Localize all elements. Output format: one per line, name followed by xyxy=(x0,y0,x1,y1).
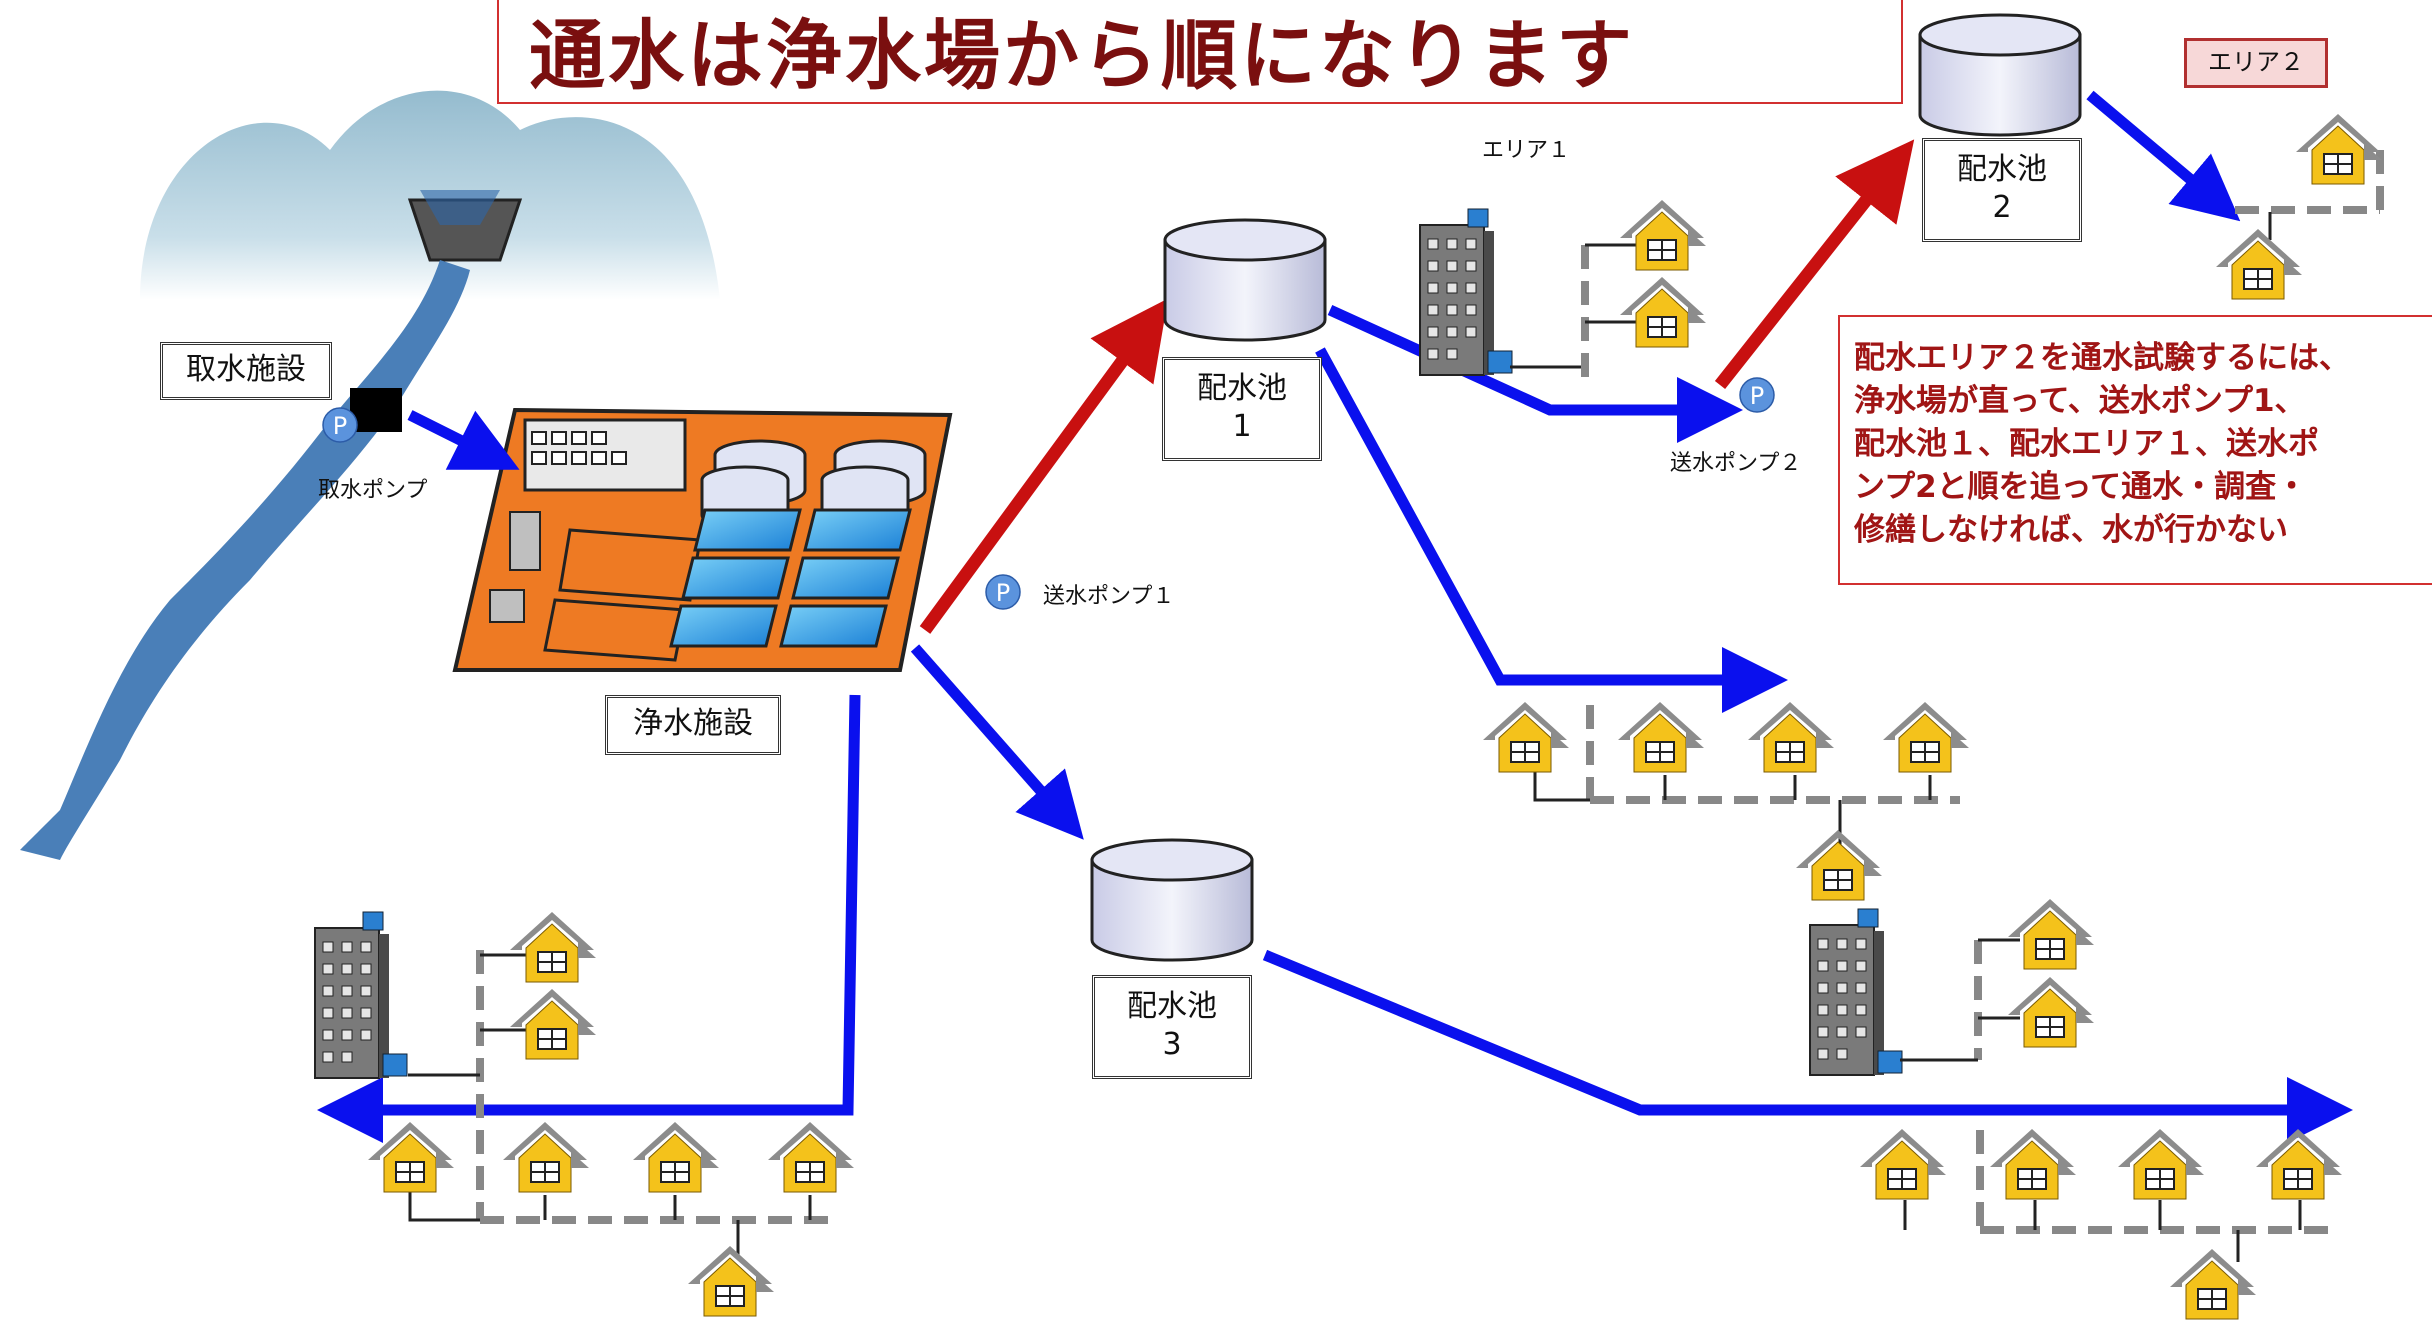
house-icon xyxy=(509,988,597,1060)
pipe-intake-to-plant xyxy=(407,410,520,470)
area-1-label: エリア１ xyxy=(1482,138,1571,163)
note-line: 浄水場が直って、送水ポンプ1、 xyxy=(1854,383,2306,419)
southeast-district xyxy=(1859,1128,2343,1320)
pipes xyxy=(317,90,2353,1143)
area-2-district xyxy=(2215,113,2384,300)
house-icon xyxy=(2117,1128,2205,1200)
reservoir-2-tank-icon xyxy=(1918,13,2082,137)
house-icon xyxy=(2255,1128,2343,1200)
house-icon xyxy=(687,1245,775,1317)
house-icon xyxy=(1617,701,1705,773)
page-title: 通水は浄水場から順になります xyxy=(529,11,1635,100)
transfer-pump-2-icon xyxy=(1739,377,1775,413)
reservoir-1-label-number: 1 xyxy=(1232,409,1252,444)
note-line: 配水池１、配水エリア１、送水ポ xyxy=(1854,426,2319,462)
pipe-pump2-to-reservoir2-red xyxy=(1714,139,1915,390)
area-2-badge: エリア２ xyxy=(2184,38,2328,88)
intake-pump-label: 取水ポンプ xyxy=(318,478,428,503)
southwest-district xyxy=(314,911,855,1317)
house-icon xyxy=(1619,199,1707,271)
note-line: 配水エリア２を通水試験するには、 xyxy=(1854,340,2350,376)
pipe-reservoir1-to-east-area xyxy=(1315,347,1788,713)
intake-facility-label: 取水施設 xyxy=(160,342,332,400)
house-icon xyxy=(2169,1248,2257,1320)
house-icon xyxy=(1882,701,1970,773)
note-line: ンプ2と順を追って通水・調査・ xyxy=(1854,469,2308,505)
title-box: 通水は浄水場から順になります xyxy=(497,0,1903,104)
transfer-pump-2-label: 送水ポンプ２ xyxy=(1670,451,1802,476)
reservoir-2-label-number: 2 xyxy=(1992,190,2012,225)
reservoir-3-label-name: 配水池 xyxy=(1127,989,1217,1024)
house-icon xyxy=(367,1121,455,1193)
intake-structure-icon xyxy=(350,388,402,432)
apartment-building-icon xyxy=(314,911,408,1079)
house-icon xyxy=(767,1121,855,1193)
east-district xyxy=(1482,701,2095,1076)
house-icon xyxy=(509,911,597,983)
pipe-plant-to-reservoir3 xyxy=(910,644,1084,840)
reservoir-1-tank-icon xyxy=(1163,218,1327,342)
treatment-facility-label: 浄水施設 xyxy=(605,695,781,755)
house-icon xyxy=(1989,1128,2077,1200)
explanation-note: 配水エリア２を通水試験するには、 浄水場が直って、送水ポンプ1、 配水池１、配水… xyxy=(1838,315,2432,585)
reservoir-2-label: 配水池 2 xyxy=(1922,138,2082,242)
reservoir-1-label-name: 配水池 xyxy=(1197,371,1287,406)
house-icon xyxy=(2215,228,2303,300)
house-icon xyxy=(1482,701,1570,773)
note-line: 修繕しなければ、水が行かない xyxy=(1854,512,2288,548)
house-icon xyxy=(1859,1128,1947,1200)
house-icon xyxy=(1747,701,1835,773)
treatment-plant-icon xyxy=(452,407,953,672)
mountain-dam-icon xyxy=(140,90,720,300)
reservoir-3-label-number: 3 xyxy=(1162,1027,1182,1062)
area-1-district xyxy=(1419,199,1707,385)
house-icon xyxy=(1619,276,1707,348)
house-icon xyxy=(2295,113,2383,185)
house-icon xyxy=(502,1121,590,1193)
reservoir-1-label: 配水池 1 xyxy=(1162,357,1322,461)
apartment-building-icon xyxy=(1809,908,1903,1076)
house-icon xyxy=(632,1121,720,1193)
house-icon xyxy=(2007,976,2095,1048)
pipe-plant-to-reservoir1-red xyxy=(919,298,1169,634)
pipe-reservoir1-to-area1 xyxy=(1327,304,1743,443)
house-icon xyxy=(2007,898,2095,970)
pipe-reservoir3-to-southeast-area xyxy=(1262,949,2353,1143)
apartment-building-icon xyxy=(1419,208,1513,376)
transfer-pump-1-label: 送水ポンプ１ xyxy=(1043,584,1175,609)
pipe-reservoir2-to-area2 xyxy=(2086,90,2241,222)
transfer-pump-1-icon xyxy=(985,574,1021,610)
intake-pump-icon xyxy=(322,407,358,443)
reservoir-2-label-name: 配水池 xyxy=(1957,152,2047,187)
pipe-plant-to-southwest-area xyxy=(317,694,861,1143)
reservoir-3-tank-icon xyxy=(1090,838,1254,962)
reservoir-3-label: 配水池 3 xyxy=(1092,975,1252,1079)
